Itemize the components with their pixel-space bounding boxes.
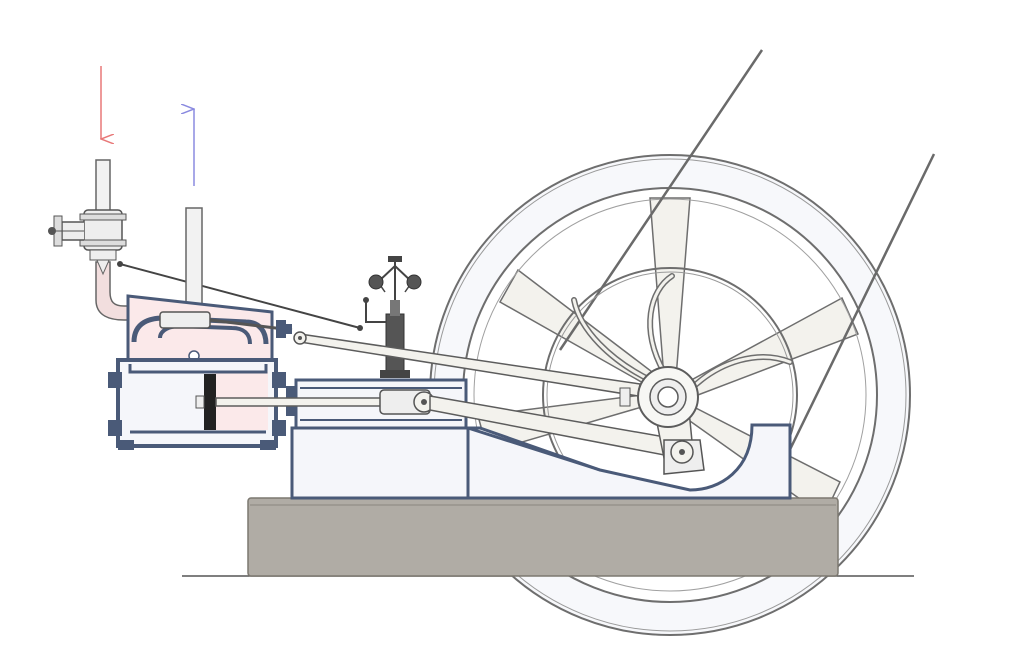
piston <box>195 374 216 430</box>
steam-chest <box>126 294 274 370</box>
governor-linkage <box>119 263 361 329</box>
crosshead-guide <box>300 387 462 421</box>
crosshead <box>379 389 435 415</box>
piston-rod <box>215 397 385 407</box>
foundation <box>247 497 839 577</box>
flywheel-hub <box>619 366 699 428</box>
throttle-valve <box>48 209 127 261</box>
belt <box>558 49 936 471</box>
centrifugal-governor <box>363 256 422 378</box>
exhaust-pipe <box>185 207 203 305</box>
